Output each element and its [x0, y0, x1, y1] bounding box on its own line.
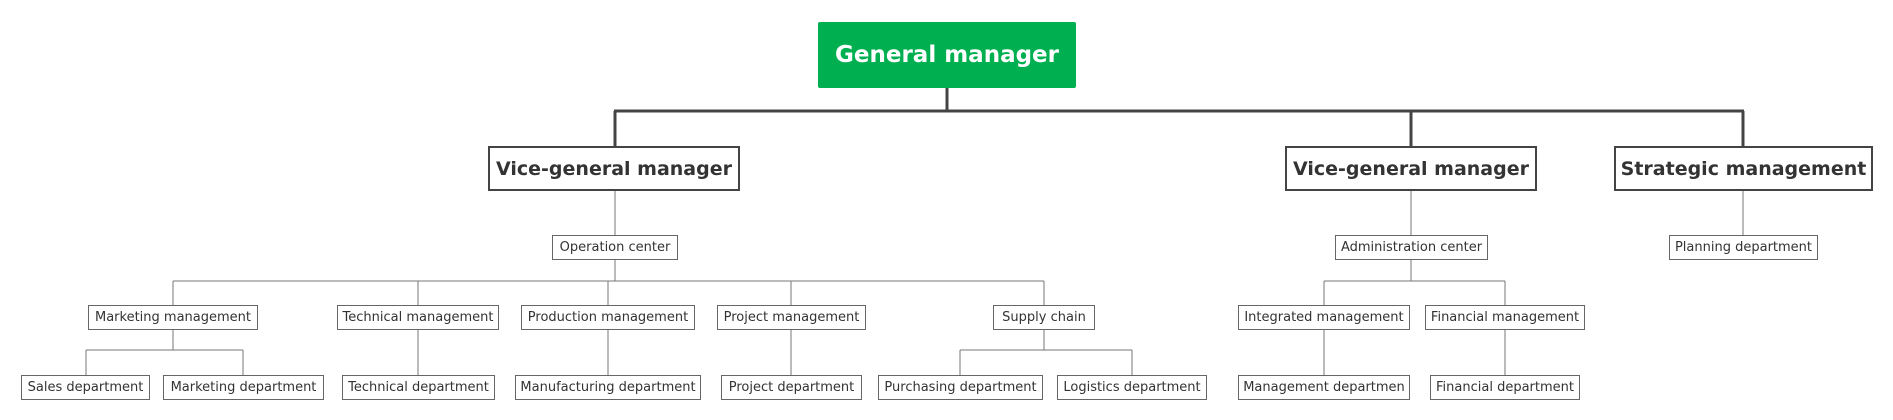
node-administration-center[interactable]: Administration center: [1335, 235, 1488, 260]
node-financial-department[interactable]: Financial department: [1430, 375, 1580, 400]
node-marketing-department[interactable]: Marketing department: [163, 375, 324, 400]
node-project-management[interactable]: Project management: [717, 305, 866, 330]
node-vice-general-manager-administration[interactable]: Vice-general manager: [1285, 146, 1537, 191]
node-technical-management[interactable]: Technical management: [337, 305, 499, 330]
node-sales-department[interactable]: Sales department: [21, 375, 150, 400]
node-manufacturing-department[interactable]: Manufacturing department: [515, 375, 701, 400]
node-integrated-management[interactable]: Integrated management: [1238, 305, 1410, 330]
node-project-department[interactable]: Project department: [721, 375, 862, 400]
node-marketing-management[interactable]: Marketing management: [88, 305, 258, 330]
node-financial-management[interactable]: Financial management: [1425, 305, 1585, 330]
node-production-management[interactable]: Production management: [521, 305, 695, 330]
node-operation-center[interactable]: Operation center: [552, 235, 678, 260]
node-strategic-management[interactable]: Strategic management: [1614, 146, 1873, 191]
node-logistics-department[interactable]: Logistics department: [1057, 375, 1207, 400]
node-supply-chain[interactable]: Supply chain: [993, 305, 1095, 330]
node-vice-general-manager-operations[interactable]: Vice-general manager: [488, 146, 740, 191]
node-general-manager[interactable]: General manager: [818, 22, 1076, 88]
node-management-departmen[interactable]: Management departmen: [1238, 375, 1410, 400]
node-technical-department[interactable]: Technical department: [342, 375, 495, 400]
node-purchasing-department[interactable]: Purchasing department: [878, 375, 1043, 400]
node-planning-department[interactable]: Planning department: [1669, 235, 1818, 260]
